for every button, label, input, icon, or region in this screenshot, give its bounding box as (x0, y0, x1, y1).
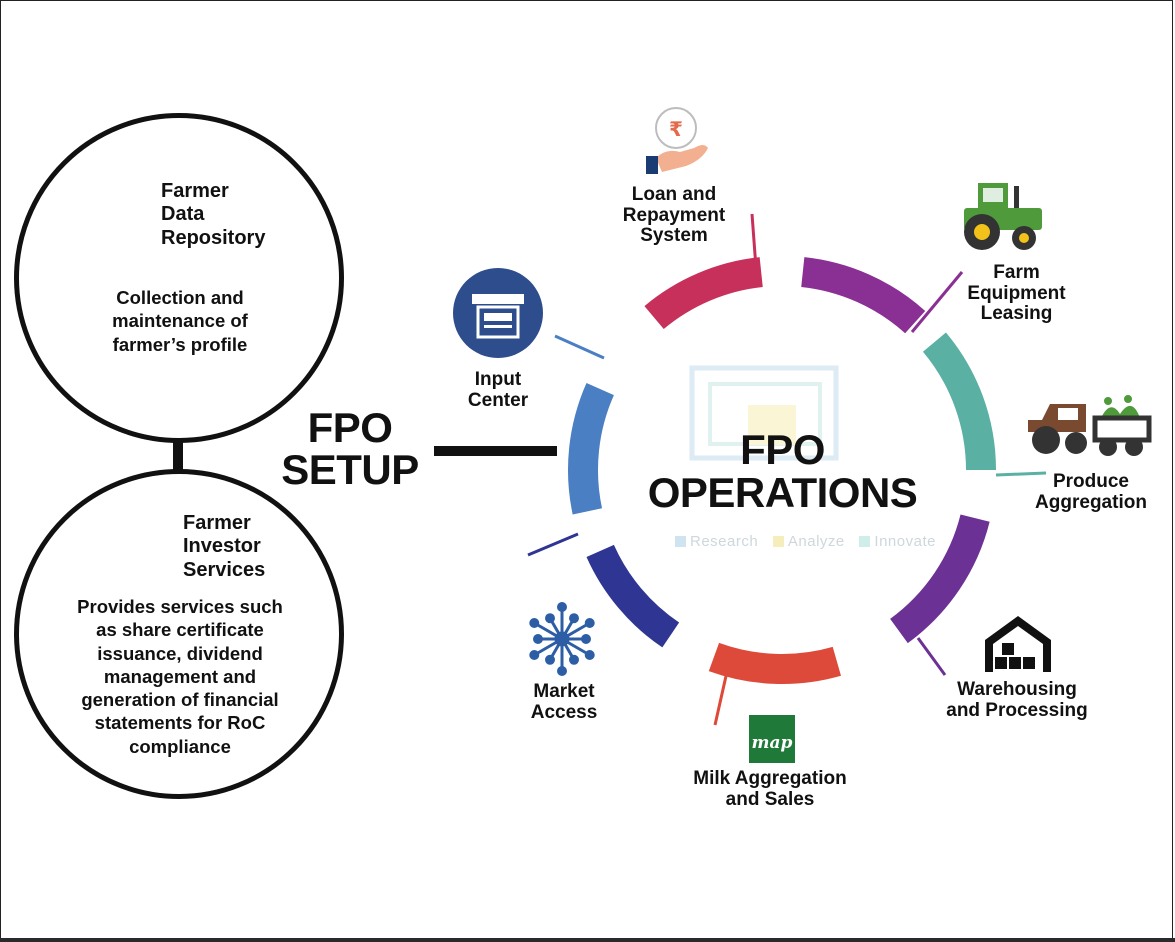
network-node (581, 634, 591, 644)
leader-produce (995, 471, 1047, 477)
produce-trailer-icon (1028, 395, 1152, 456)
farmer-data-repository-description: Collection and maintenance of farmer’s p… (112, 287, 248, 355)
label-market-access: Market Access (530, 681, 598, 723)
watermark-tagline: Research Analyze Innovate (675, 533, 936, 550)
network-node (545, 613, 555, 624)
watermark-logo (689, 365, 839, 461)
network-node (584, 650, 595, 660)
leader-input (554, 334, 605, 360)
farmer-investor-services-circle (14, 469, 344, 799)
operations-ring (568, 257, 996, 684)
arc-input (568, 382, 614, 515)
network-node (557, 666, 567, 676)
svg-text:map: map (752, 733, 793, 753)
network-node (529, 650, 540, 660)
network-node (529, 618, 540, 628)
arc-loan (644, 257, 763, 330)
leader-loan (750, 213, 758, 269)
leader-milk (713, 675, 728, 726)
arc-milk (708, 642, 841, 684)
arc-market (586, 544, 680, 648)
network-node (557, 602, 567, 612)
leader-lines (527, 213, 1047, 726)
leader-warehouse (916, 637, 947, 676)
tractor-icon (964, 183, 1042, 250)
network-node (533, 634, 543, 644)
leader-equipment (910, 271, 964, 333)
warehouse-icon (985, 616, 1051, 672)
arc-produce (922, 332, 996, 470)
network-node (584, 618, 595, 628)
fpo-setup-title: FPO SETUP (281, 404, 419, 493)
label-loan-repayment: Loan and Repayment System (622, 184, 726, 247)
farmer-investor-services-title: Farmer Investor Services (183, 512, 266, 581)
label-milk-aggregation: Milk Aggregation and Sales (693, 768, 847, 810)
circle-connector (173, 437, 183, 473)
rupee-coin-hand-icon: ₹ (646, 107, 708, 174)
label-input-center: Input Center (467, 369, 529, 411)
farmer-data-repository-circle (14, 113, 344, 443)
network-icon (529, 602, 595, 676)
network-node (569, 654, 579, 665)
arc-warehouse (890, 514, 990, 644)
farmer-data-repository-title: Farmer Data Repository (161, 180, 266, 249)
leader-market (527, 532, 579, 557)
fpo-operations-title: FPO OPERATIONS (647, 426, 918, 516)
network-node (545, 654, 555, 665)
farmer-investor-services-description: Provides services such as share certific… (77, 596, 283, 757)
setup-connector (434, 446, 557, 456)
label-farm-equipment: Farm Equipment Leasing (967, 262, 1066, 325)
svg-text:₹: ₹ (669, 117, 683, 141)
store-icon (453, 268, 543, 358)
label-warehousing: Warehousing and Processing (946, 679, 1088, 721)
milk-map-logo-icon: map (749, 715, 795, 763)
label-produce-aggregation: Produce Aggregation (1035, 471, 1147, 513)
bottom-bar (0, 938, 1175, 942)
arc-equipment (801, 257, 926, 334)
network-node (569, 613, 579, 624)
